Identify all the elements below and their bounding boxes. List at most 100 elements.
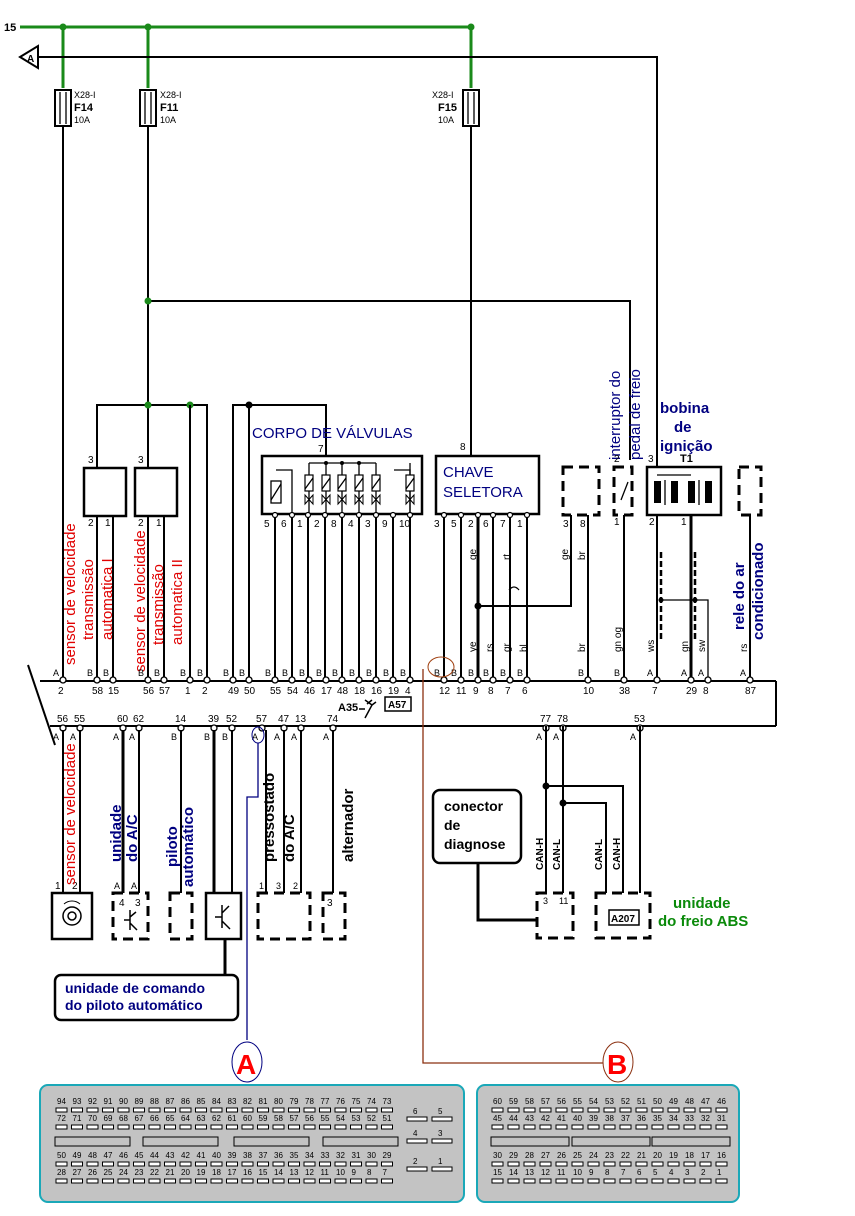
connector-pin	[148, 1161, 161, 1167]
ecu-pin-cavity: A	[698, 668, 704, 678]
fuse-f15: X28-I F15 10A	[432, 89, 480, 127]
connector-pin	[164, 1107, 176, 1113]
connector-pin-number: 75	[352, 1097, 361, 1106]
connector-pin-number: 18	[685, 1151, 694, 1160]
connector-pin-number: 6	[637, 1168, 642, 1177]
connector-pin	[102, 1161, 114, 1167]
connector-power-pin-number: 4	[413, 1129, 418, 1138]
speed-sensor-i-box: 3 2 1	[82, 455, 128, 529]
ecu-pin-number: 46	[304, 686, 316, 697]
label-ac-unit-l1: unidade	[108, 804, 125, 862]
connector-pin	[715, 1178, 728, 1184]
connector-pin-number: 64	[181, 1114, 190, 1123]
connector-pin-number: 7	[621, 1168, 626, 1177]
svg-text:br: br	[577, 642, 588, 652]
svg-text:gr: gr	[502, 642, 513, 652]
ecu-pin-number: 57	[159, 686, 171, 697]
ecu-pin-cavity: A	[536, 732, 542, 742]
connector-pin	[303, 1124, 316, 1130]
svg-text:unidade de comando: unidade de comando	[65, 980, 205, 996]
connector-pin	[507, 1178, 520, 1184]
connector-pin-number: 50	[653, 1097, 662, 1106]
connector-pin	[257, 1107, 269, 1113]
ecu-pin-number: 17	[321, 686, 333, 697]
connector-pin-number: 12	[305, 1168, 314, 1177]
connector-pin	[587, 1161, 600, 1167]
connector-pin-number: 20	[653, 1151, 662, 1160]
connector-pin-number: 27	[73, 1168, 82, 1177]
connector-pin-number: 33	[685, 1114, 694, 1123]
ecu-pin-cavity: B	[103, 668, 109, 678]
connector-pin	[683, 1161, 696, 1167]
ecu-pin-number: 58	[92, 686, 104, 697]
connector-pin	[635, 1107, 648, 1113]
connector-pin-number: 57	[541, 1097, 550, 1106]
connector-pin-number: 49	[669, 1097, 678, 1106]
valve-icon	[337, 493, 347, 506]
connector-pin-number: 47	[104, 1151, 113, 1160]
ecu-top-pin	[322, 676, 330, 684]
connector-pin-number: 20	[181, 1168, 190, 1177]
connector-pin-number: 83	[228, 1097, 237, 1106]
connector-pin	[319, 1161, 331, 1167]
connector-pin-number: 26	[557, 1151, 566, 1160]
connector-power-pin	[431, 1166, 453, 1172]
svg-text:sw: sw	[697, 639, 708, 652]
svg-text:do piloto automático: do piloto automático	[65, 997, 203, 1013]
svg-text:2: 2	[72, 881, 78, 892]
connector-pin-number: 62	[212, 1114, 221, 1123]
svg-text:F11: F11	[160, 102, 178, 114]
ecu-pin-cavity: B	[204, 732, 210, 742]
connector-pin-number: 46	[119, 1151, 128, 1160]
selector-pin	[506, 511, 514, 519]
svg-text:CAN-H: CAN-H	[612, 838, 623, 870]
connector-pin	[55, 1178, 68, 1184]
connector-pin	[303, 1161, 316, 1167]
connector-pin	[619, 1161, 632, 1167]
connector-pin-number: 47	[701, 1097, 710, 1106]
connector-pin	[195, 1161, 207, 1167]
valve-pin	[372, 511, 380, 519]
connector-pin	[226, 1178, 238, 1184]
svg-text:3: 3	[648, 454, 654, 465]
connector-pin	[272, 1107, 285, 1113]
connector-pin	[241, 1124, 254, 1130]
connector-pin-number: 58	[274, 1114, 283, 1123]
connector-pin	[667, 1178, 680, 1184]
ecu-pin-cavity: B	[332, 668, 338, 678]
connector-pin-number: 12	[541, 1168, 550, 1177]
connector-pin-number: 46	[717, 1097, 726, 1106]
autopilot-ecu-box	[204, 891, 243, 941]
ecu-pin-cavity: A	[53, 668, 59, 678]
connector-pin	[55, 1107, 68, 1113]
svg-text:A57: A57	[388, 700, 407, 711]
connector-pin-number: 66	[150, 1114, 159, 1123]
connector-pin-number: 54	[336, 1114, 345, 1123]
connector-pin	[55, 1124, 68, 1130]
ecu-pin-number: 2	[202, 686, 208, 697]
ecu-pin-number: 10	[583, 686, 595, 697]
label-ac-unit-l2: do A/C	[124, 814, 141, 862]
connector-pin-number: 90	[119, 1097, 128, 1106]
connector-pin	[210, 1107, 223, 1113]
connector-pin-number: 45	[493, 1114, 502, 1123]
connector-pin-number: 37	[259, 1151, 268, 1160]
solenoid-mark	[371, 477, 381, 490]
svg-text:B: B	[607, 1049, 627, 1080]
ecu-pin-cavity: B	[265, 668, 271, 678]
diagnostic-connector: 3 11	[535, 891, 575, 940]
connector-pin	[226, 1124, 238, 1130]
ecu-pin-cavity: B	[483, 668, 489, 678]
connector-pin-number: 3	[685, 1168, 690, 1177]
svg-text:1: 1	[156, 518, 162, 529]
connector-pin-number: 39	[228, 1151, 237, 1160]
connector-pin	[365, 1178, 378, 1184]
ecu-pin-number: 2	[58, 686, 64, 697]
svg-text:diagnose: diagnose	[444, 836, 506, 852]
connector-pin	[555, 1124, 568, 1130]
ecu-pin-number: 19	[388, 686, 400, 697]
ecu-pin-cavity: B	[154, 668, 160, 678]
ecu-pin-cavity: B	[171, 732, 177, 742]
abs-unit: A207	[594, 891, 652, 940]
label-speed-sensor-i-l3: automatica I	[99, 558, 116, 640]
